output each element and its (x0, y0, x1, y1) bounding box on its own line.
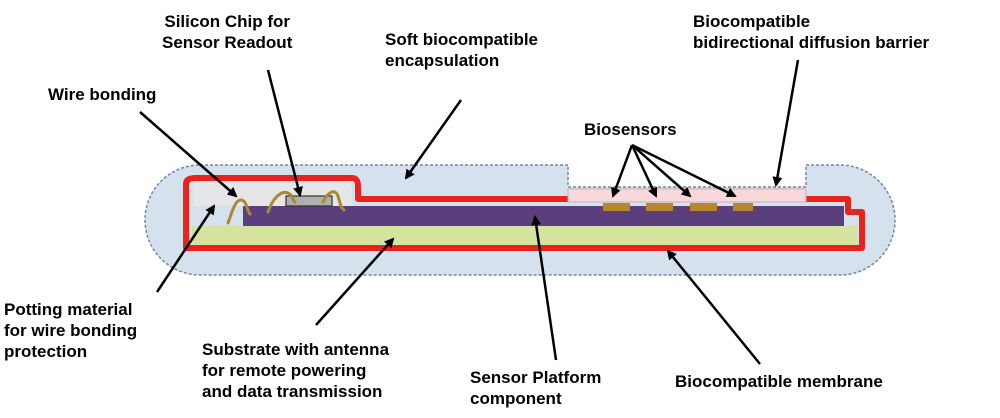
arrow-encapsulation (404, 99, 463, 180)
substrate-label: Substrate with antenna for remote poweri… (202, 339, 389, 402)
arrow-wire-bonding (139, 111, 238, 198)
label-line: for wire bonding (4, 321, 138, 340)
label-line: Sensor Platform (470, 368, 602, 387)
substrate-with-antenna (192, 226, 858, 245)
sensor-platform-label: Sensor Platform component (470, 367, 601, 409)
biosensor-pads (603, 203, 753, 211)
biocompatible-membrane-outline (183, 175, 865, 251)
label-line: encapsulation (385, 51, 500, 70)
arrow-biosensor-1 (611, 144, 634, 198)
callout-arrows (139, 59, 800, 365)
arrow-biosensor-4 (631, 143, 737, 198)
biosensor-pad (603, 203, 630, 211)
label-line: Substrate with antenna (202, 340, 390, 359)
arrow-chip (266, 69, 303, 197)
arrow-substrate (315, 237, 395, 326)
label-line: bidirectional diffusion barrier (693, 33, 930, 52)
wire-bond (226, 198, 252, 225)
silicon-chip-label: Silicon Chip for Sensor Readout (162, 11, 292, 53)
arrow-potting (155, 204, 216, 293)
label-line: Silicon Chip for (164, 12, 290, 31)
label-line: Biocompatible membrane (675, 372, 883, 391)
arrow-membrane (666, 249, 761, 365)
diffusion-barrier-layer (567, 188, 807, 203)
arrow-biosensor-2 (630, 144, 658, 198)
label-line: component (470, 389, 562, 408)
wire-bond (266, 190, 297, 214)
label-line: Sensor Readout (162, 33, 293, 52)
biosensors-label: Biosensors (584, 119, 677, 140)
biosensor-pad (733, 203, 753, 211)
sensor-platform-layer (243, 206, 844, 226)
diffusion-barrier-label: Biocompatible bidirectional diffusion ba… (693, 11, 929, 53)
wire-bonds (226, 190, 346, 225)
biosensor-pad (690, 203, 717, 211)
arrow-diffusion-barrier (772, 59, 800, 187)
biosensor-pad (646, 203, 673, 211)
silicon-chip (285, 195, 333, 207)
label-line: Biosensors (584, 120, 677, 139)
label-line: protection (4, 342, 88, 361)
label-line: and data transmission (202, 382, 383, 401)
arrow-sensor-platform (531, 215, 558, 361)
wire-bonding-label: Wire bonding (48, 84, 156, 105)
label-line: Biocompatible (693, 12, 811, 31)
arrow-biosensor-3 (631, 144, 692, 198)
label-line: Soft biocompatible (385, 30, 538, 49)
label-line: Wire bonding (48, 85, 157, 104)
soft-encapsulation-label: Soft biocompatible encapsulation (385, 29, 538, 71)
label-line: for remote powering (202, 361, 367, 380)
potting-material-label: Potting material for wire bonding protec… (4, 299, 137, 362)
wire-bond (321, 190, 346, 212)
biocompatible-membrane-label: Biocompatible membrane (675, 371, 883, 392)
label-line: Potting material (4, 300, 133, 319)
